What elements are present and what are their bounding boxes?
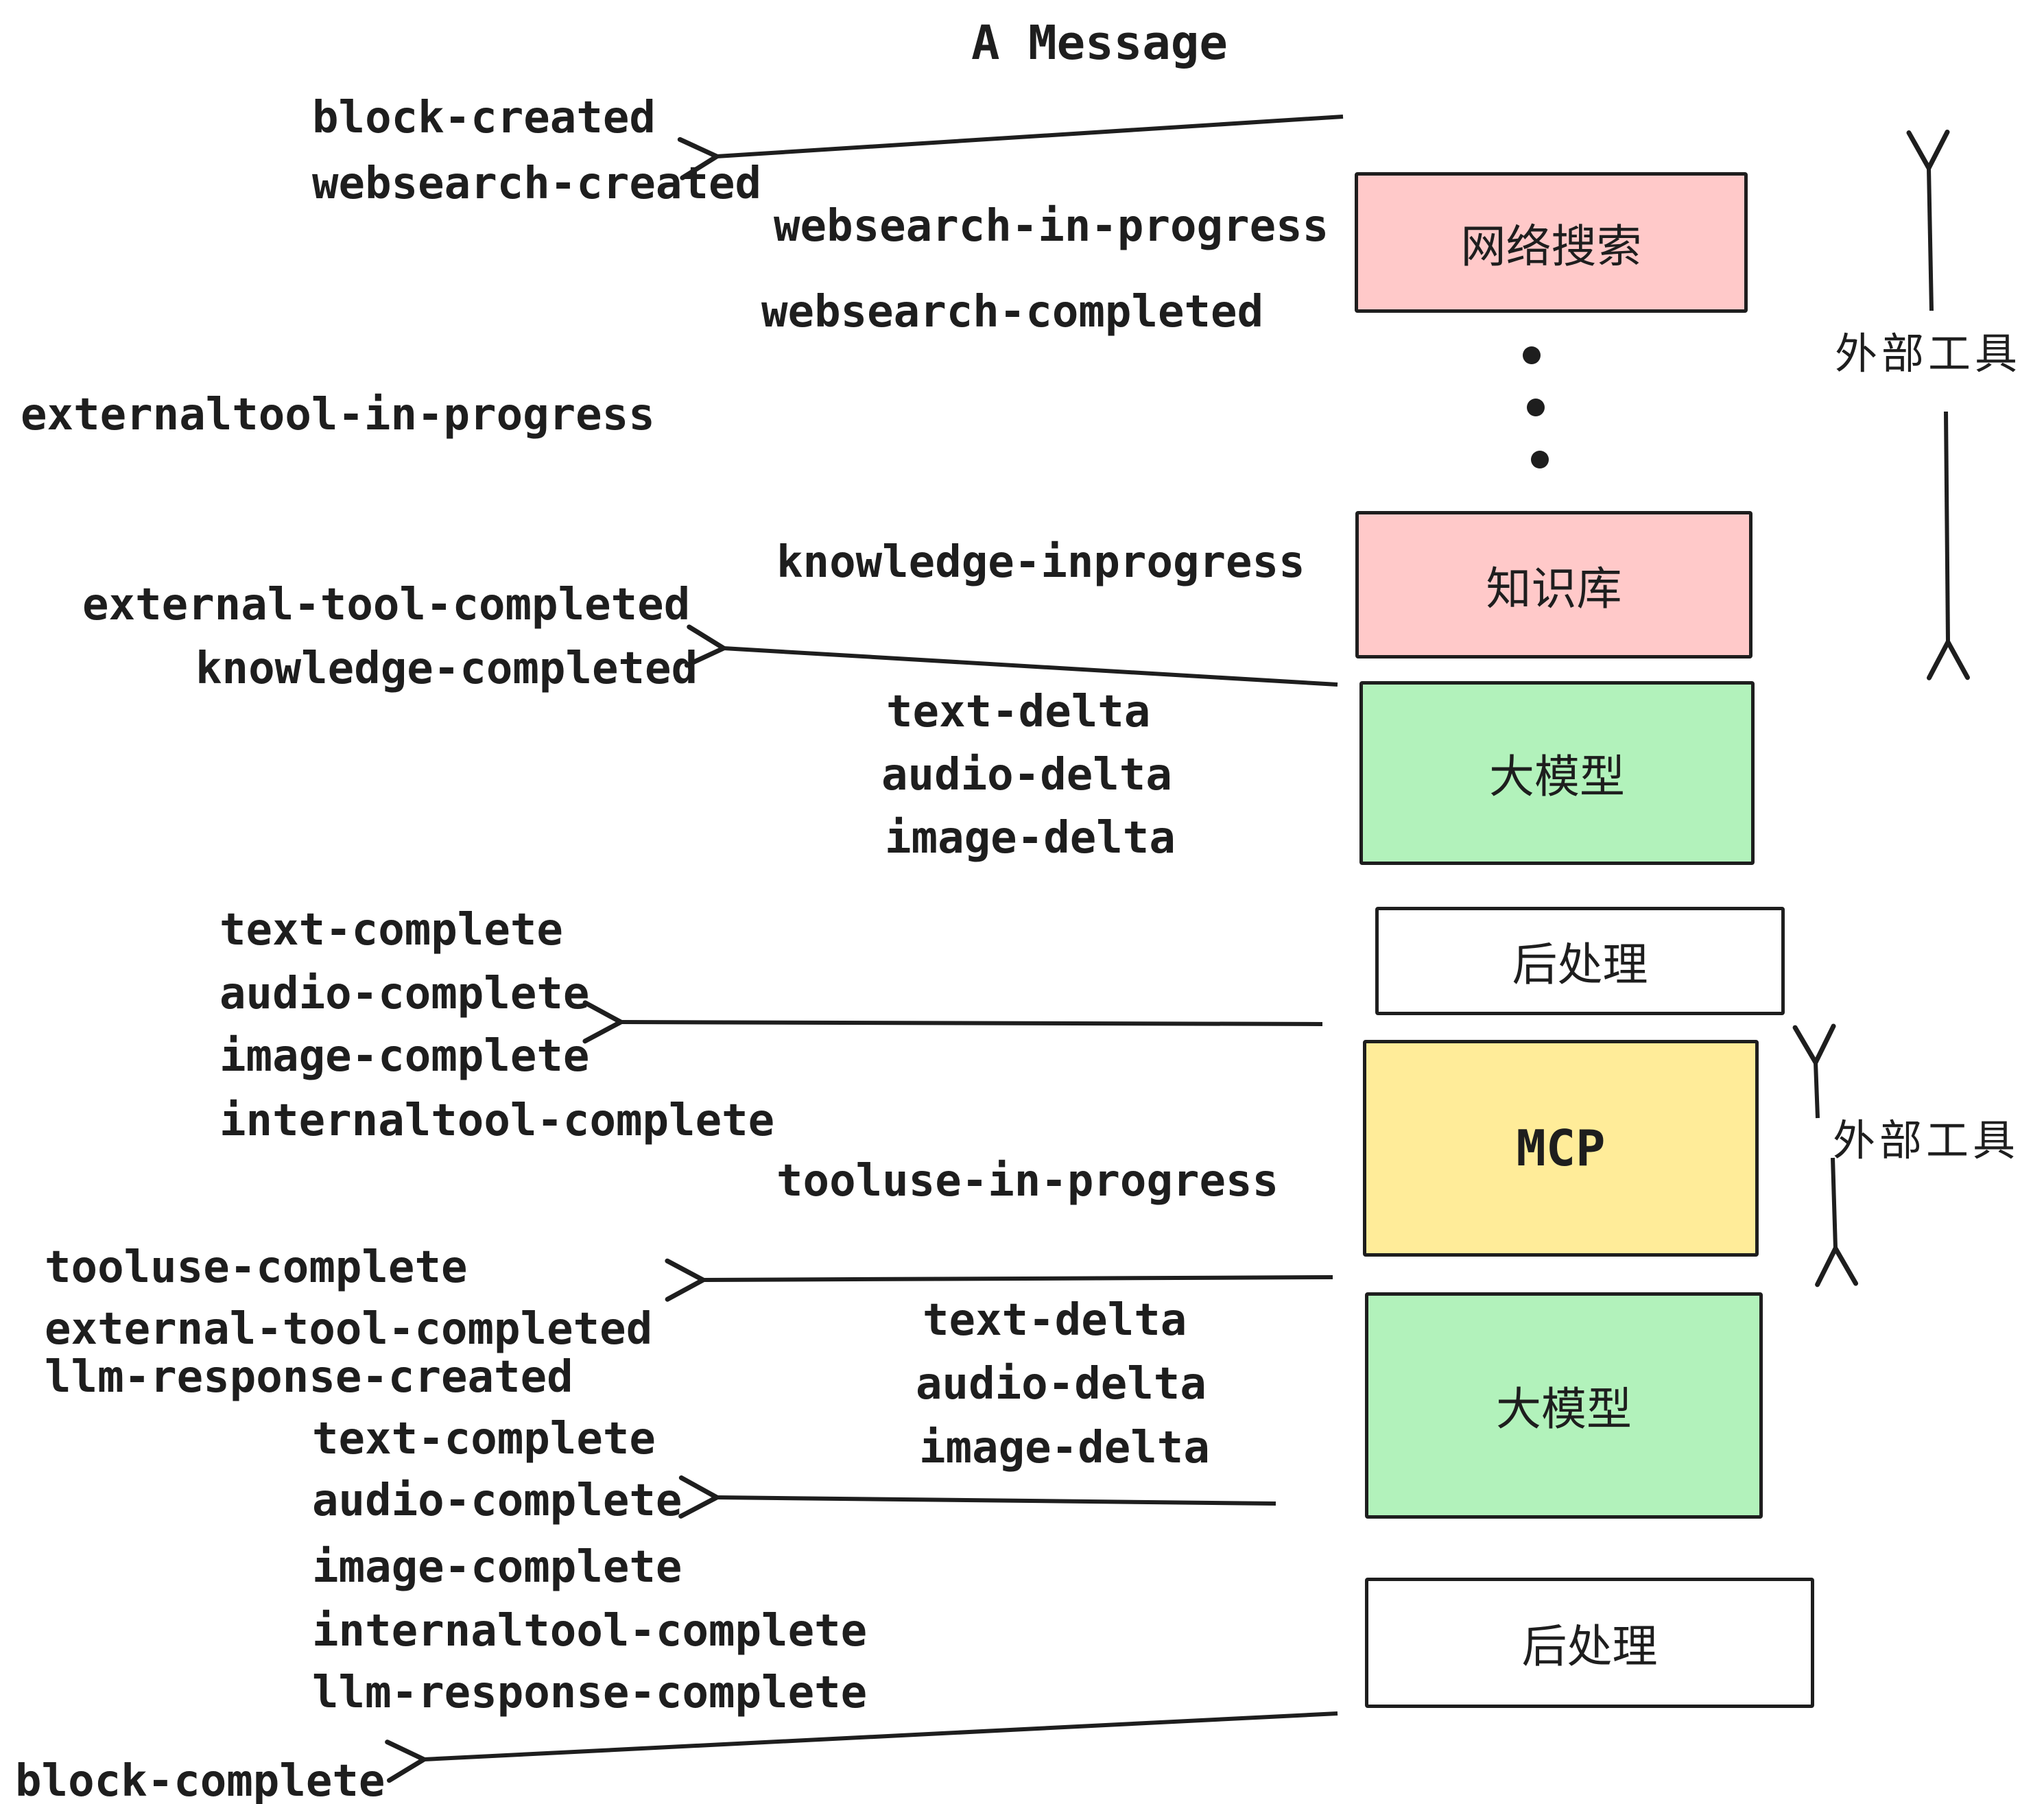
node-websearch: 网络搜索 [1355, 172, 1748, 313]
event-label-knowledge-inprogress: knowledge-inprogress [776, 537, 1305, 588]
arrow-tooluse-complete-icon [665, 1258, 1333, 1302]
arrow-external-tools-up-icon [1906, 129, 1950, 311]
event-label-knowledge-completed: knowledge-completed [195, 643, 698, 694]
node-llm-1-label: 大模型 [1489, 751, 1625, 802]
event-label-audio-delta-2: audio-delta [916, 1359, 1207, 1410]
node-postprocess-1: 后处理 [1375, 907, 1785, 1015]
arrow-image-complete-icon [582, 1000, 1323, 1044]
event-label-image-delta-1: image-delta [885, 813, 1176, 864]
event-label-text-delta-1: text-delta [886, 687, 1151, 737]
arrow-knowledge-completed-icon [684, 624, 1338, 687]
node-llm-2-label: 大模型 [1496, 1384, 1632, 1434]
event-label-tooluse-in-progress: tooluse-in-progress [776, 1156, 1279, 1207]
node-websearch-label: 网络搜索 [1460, 220, 1642, 272]
node-postprocess-1-label: 后处理 [1512, 939, 1648, 990]
event-label-image-delta-2: image-delta [919, 1423, 1210, 1473]
arrow-mcp-external-down-icon [1815, 1157, 1859, 1287]
annotation-external-tools-top: 外部工具 [1835, 331, 2022, 378]
event-label-external-tool-completed-2: external-tool-completed [45, 1304, 653, 1355]
event-label-websearch-completed: websearch-completed [761, 287, 1264, 337]
node-postprocess-2-label: 后处理 [1521, 1621, 1658, 1672]
event-label-websearch-in-progress: websearch-in-progress [774, 201, 1329, 252]
event-label-audio-complete-2: audio-complete [312, 1475, 682, 1526]
event-label-text-complete-2: text-complete [312, 1414, 656, 1464]
diagram-title: A Message [971, 16, 1228, 71]
ellipsis-dots-icon [1523, 346, 1549, 468]
annotation-external-tools-mcp: 外部工具 [1833, 1117, 2020, 1165]
arrow-external-tools-down-icon [1926, 411, 1970, 680]
event-label-text-delta-2: text-delta [923, 1295, 1187, 1346]
event-label-tooluse-complete: tooluse-complete [45, 1242, 468, 1293]
arrow-block-complete-icon [385, 1711, 1338, 1783]
event-label-llm-response-created: llm-response-created [45, 1352, 573, 1403]
node-postprocess-2: 后处理 [1365, 1578, 1814, 1708]
event-label-llm-response-complete: llm-response-complete [312, 1667, 868, 1718]
node-mcp-label: MCP [1516, 1119, 1606, 1177]
node-llm-2: 大模型 [1365, 1292, 1763, 1519]
node-mcp: MCP [1363, 1040, 1759, 1257]
node-knowledge: 知识库 [1355, 511, 1752, 658]
arrow-audio-complete-icon [678, 1475, 1276, 1519]
event-label-image-complete-2: image-complete [312, 1542, 682, 1593]
event-label-websearch-created: websearch-created [312, 158, 762, 209]
event-label-externaltool-in-progress: externaltool-in-progress [21, 390, 655, 440]
event-label-block-created: block-created [312, 93, 656, 143]
arrow-block-created-icon [677, 115, 1344, 180]
event-label-block-complete: block-complete [15, 1756, 385, 1804]
event-label-internaltool-complete-1: internaltool-complete [219, 1095, 775, 1146]
arrow-mcp-external-up-icon [1792, 1023, 1836, 1119]
event-label-audio-delta-1: audio-delta [881, 750, 1172, 800]
event-label-internaltool-complete-2: internaltool-complete [312, 1606, 868, 1657]
node-knowledge-label: 知识库 [1486, 562, 1622, 614]
event-label-external-tool-completed: external-tool-completed [82, 580, 691, 630]
event-label-image-complete-1: image-complete [219, 1031, 590, 1082]
node-llm-1: 大模型 [1359, 681, 1755, 865]
event-label-text-complete-1: text-complete [219, 905, 563, 956]
event-label-audio-complete-1: audio-complete [219, 969, 590, 1019]
